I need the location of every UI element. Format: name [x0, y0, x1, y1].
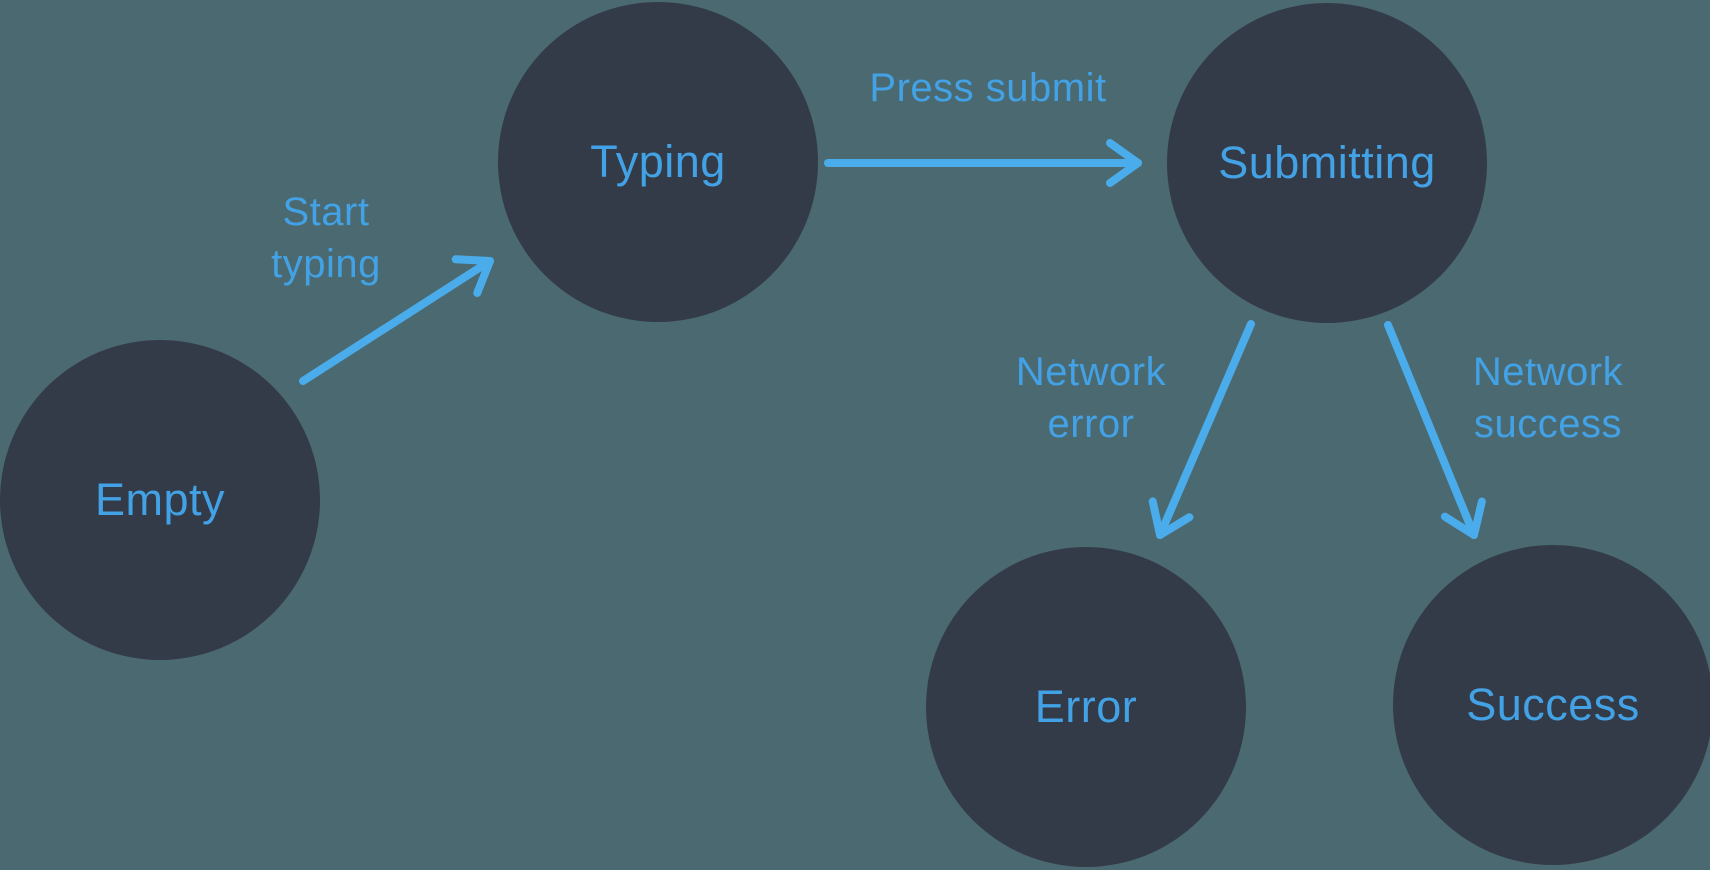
state-error: Error [926, 547, 1246, 867]
transition-label-start-typing: Start typing [271, 186, 381, 290]
state-empty-label: Empty [94, 474, 226, 525]
transition-label-line: Start [282, 190, 370, 234]
transition-label-network-error: Network error [1016, 346, 1166, 450]
state-typing: Typing [498, 2, 818, 322]
state-typing-label: Typing [590, 136, 726, 187]
arrow-network-success [1384, 321, 1486, 539]
transition-label-line: typing [271, 242, 381, 286]
state-empty: Empty [0, 340, 320, 660]
state-submitting-label: Submitting [1218, 137, 1436, 188]
state-submitting: Submitting [1167, 3, 1487, 323]
state-error-label: Error [1034, 681, 1138, 732]
transition-label-network-success: Network success [1473, 346, 1623, 450]
transition-label-press-submit: Press submit [869, 62, 1106, 114]
state-success: Success [1393, 545, 1710, 865]
transition-label-line: Network [1015, 350, 1167, 394]
transition-label-line: Network [1472, 350, 1624, 394]
arrow-network-error [1148, 320, 1255, 539]
transition-label-line: error [1047, 402, 1135, 446]
transition-label-line: Press submit [869, 66, 1107, 110]
arrow-start-typing [299, 255, 494, 385]
transition-label-line: success [1473, 402, 1622, 446]
state-success-label: Success [1466, 679, 1640, 730]
